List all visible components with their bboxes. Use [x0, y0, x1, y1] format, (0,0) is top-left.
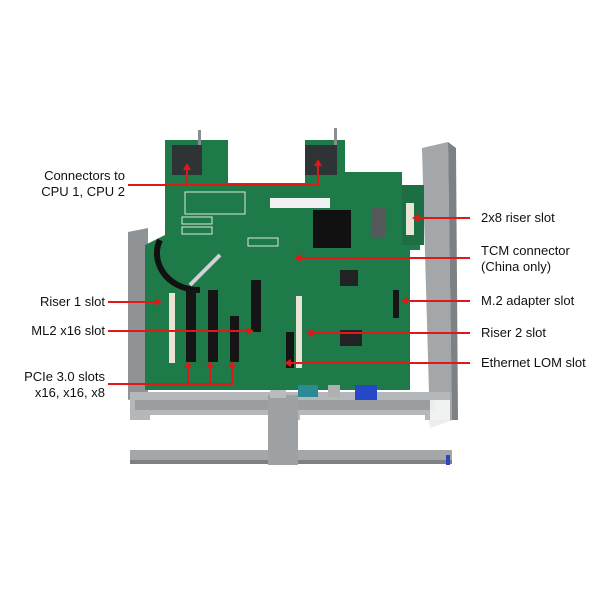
pcie-slot-x16-a	[186, 290, 196, 362]
vga-port	[355, 385, 377, 400]
label-line: Connectors to	[44, 168, 125, 183]
label-line: Riser 1 slot	[39, 294, 105, 309]
pcie-slot-x8	[230, 316, 239, 362]
label-line: PCIe 3.0 slots	[24, 369, 105, 384]
cable-light	[188, 253, 222, 287]
riser1-slot	[169, 293, 175, 363]
m2-slot	[393, 290, 399, 318]
label-line: TCM connector	[481, 243, 570, 258]
label-m2: M.2 adapter slot	[481, 293, 574, 309]
label-riser1: Riser 1 slot	[10, 294, 105, 310]
ml2-slot	[251, 280, 261, 332]
label-tcm: TCM connector (China only)	[481, 243, 570, 275]
label-line: M.2 adapter slot	[481, 293, 575, 308]
label-pcie: PCIe 3.0 slots x16, x16, x8	[0, 369, 105, 401]
riser-2x8-slot	[406, 203, 414, 235]
pcie-slot-x16-b	[208, 290, 218, 362]
label-line: x16, x16, x8	[34, 385, 105, 400]
heatsink	[313, 210, 351, 248]
label-line: CPU 1, CPU 2	[41, 184, 125, 199]
cable	[153, 238, 201, 293]
usb-port	[328, 385, 340, 397]
cpu-connector-2	[305, 128, 337, 175]
label-cpu-connectors: Connectors to CPU 1, CPU 2	[20, 168, 125, 200]
serial-port	[298, 385, 318, 397]
label-riser-2x8: 2x8 riser slot	[481, 210, 555, 226]
callout-lines	[108, 163, 470, 385]
label-line: Ethernet LOM slot	[481, 355, 586, 370]
label-line: ML2 x16 slot	[31, 323, 105, 338]
riser2-slot	[296, 296, 302, 368]
label-line: Riser 2 slot	[481, 325, 547, 340]
lom-slot	[286, 332, 294, 368]
callout-arrowheads	[155, 159, 419, 368]
chip	[340, 270, 358, 286]
label-lom: Ethernet LOM slot	[481, 355, 586, 371]
label-line: (China only)	[481, 259, 552, 274]
storage-connector	[372, 208, 386, 238]
label-riser2: Riser 2 slot	[481, 325, 546, 341]
label-ml2: ML2 x16 slot	[10, 323, 105, 339]
chassis-tray	[128, 142, 458, 465]
label-line: 2x8 riser slot	[481, 210, 555, 225]
